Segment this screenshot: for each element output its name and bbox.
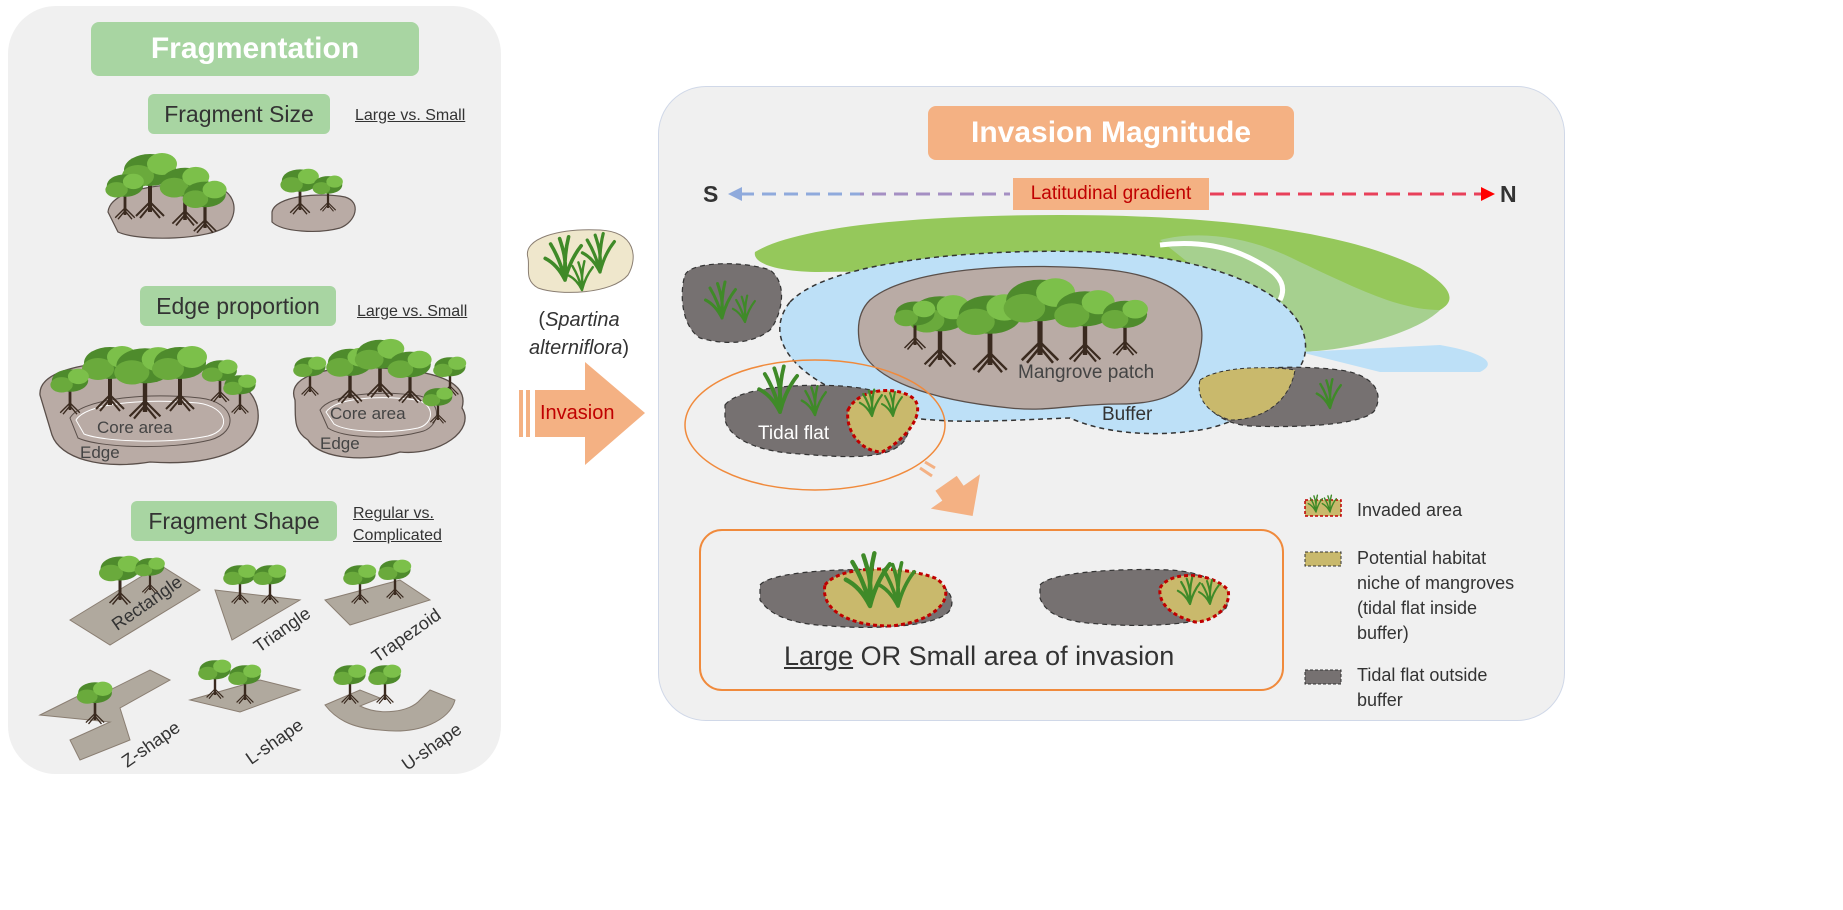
spartina-open-paren: ( [538,309,546,331]
fragment-shape-compare-2: Complicated [353,527,442,544]
spartina-name: (Spartina alterniflora) [524,306,634,362]
legend-potential-4: buffer) [1357,623,1409,643]
core-area-label-small: Core area [330,404,406,423]
fragment-shape-label: Fragment Shape [131,501,337,541]
legend-invaded: Invaded area [1357,500,1463,520]
buffer-label: Buffer [1102,404,1153,425]
mangrove-patch-label: Mangrove patch [1018,362,1155,383]
latitudinal-gradient-arrow [728,187,1495,201]
fragment-size-illustration [104,151,356,239]
tidal-flat-label: Tidal flat [758,423,830,444]
edge-proportion-compare: Large vs. Small [357,303,468,320]
fragment-size-compare: Large vs. Small [355,107,466,124]
result-caption-rest: OR Small area of invasion [860,641,1175,671]
edge-label-small: Edge [320,434,360,453]
landscape [681,215,1488,491]
spartina-icon [526,229,634,293]
edge-proportion-label: Edge proportion [140,286,336,326]
result-illustration [759,553,1231,629]
result-box [699,529,1284,691]
fragment-shape-illustration [38,554,456,761]
invasion-arrow [519,362,645,465]
result-caption-large: Large [784,641,854,671]
spartina-name-line1: Spartina [545,309,620,331]
north-label: N [1500,181,1517,207]
south-label: S [703,181,719,207]
result-caption: Large OR Small area of invasion [784,641,1174,672]
invasion-title: Invasion Magnitude [928,106,1294,160]
gradient-label: Latitudinal gradient [1013,178,1209,210]
legend-potential-2: niche of mangroves [1357,573,1515,593]
spartina-name-line2: alterniflora [528,337,623,359]
edge-proportion-illustration [39,337,468,466]
legend-potential-1: Potential habitat [1357,548,1487,568]
fragment-shape-compare-1: Regular vs. [353,505,434,522]
fragment-size-label: Fragment Size [148,94,330,134]
invasion-arrow-label: Invasion [540,402,615,424]
legend-outside-1: Tidal flat outside [1357,665,1488,685]
edge-label-large: Edge [80,443,120,462]
legend-swatches [1304,494,1342,685]
legend-potential-3: (tidal flat inside [1357,598,1478,618]
down-arrow [919,460,980,517]
legend-outside-2: buffer [1357,690,1403,710]
core-area-label-large: Core area [97,418,173,437]
spartina-close-paren: ) [622,337,630,359]
fragmentation-title: Fragmentation [91,22,419,76]
